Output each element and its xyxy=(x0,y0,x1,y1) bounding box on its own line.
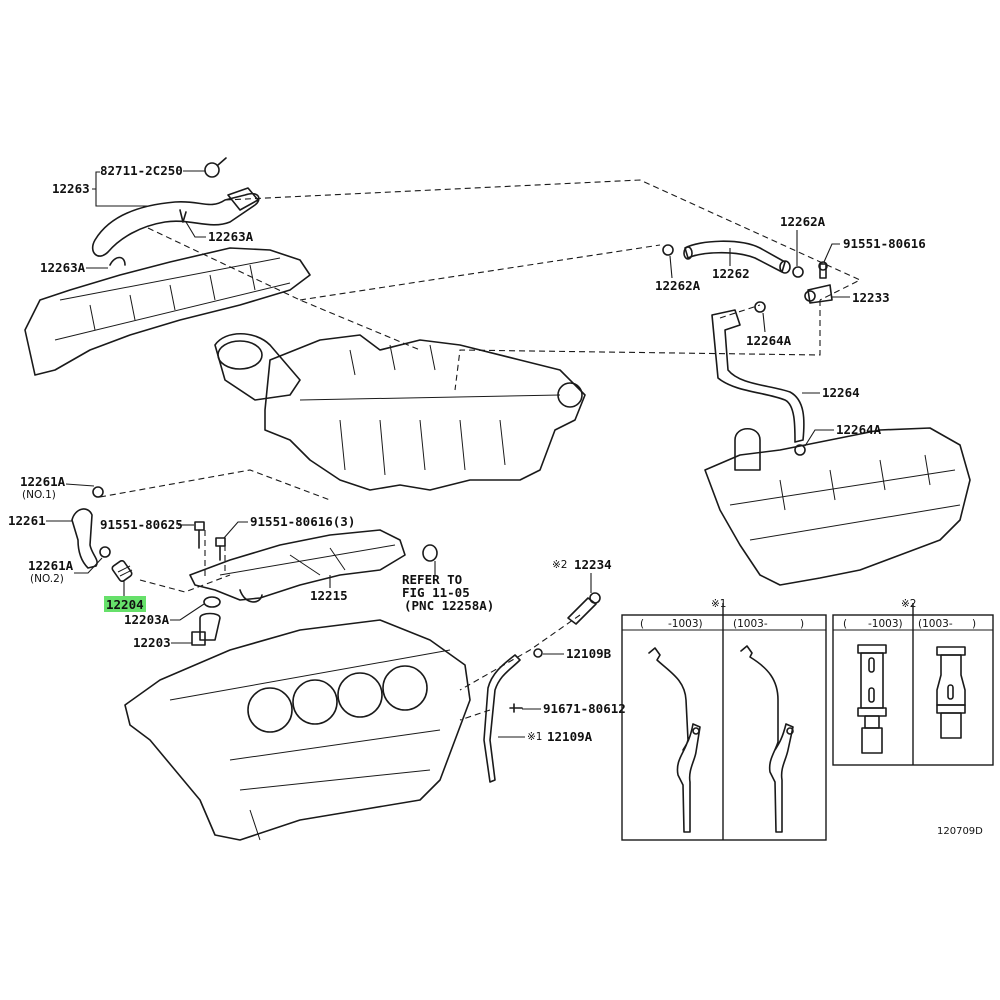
refer-line-3: (PNC 12258A) xyxy=(404,598,494,613)
highlight-12204 xyxy=(104,596,146,612)
label-12263a-2: 12263A xyxy=(40,260,86,275)
label-12262a-left: 12262A xyxy=(655,278,701,293)
valve-12204 xyxy=(111,559,133,583)
label-91551-80616-3: 91551-80616(3) xyxy=(250,514,355,529)
label-12109b: 12109B xyxy=(566,646,612,661)
label-12234: 12234 xyxy=(574,557,612,572)
dipstick-guide-12109A xyxy=(483,648,543,783)
label-12203: 12203 xyxy=(133,635,171,650)
label-12262a-top: 12262A xyxy=(780,214,826,229)
label-91551-80616: 91551-80616 xyxy=(843,236,926,251)
intake-manifold xyxy=(214,333,586,491)
label-12263a-1: 12263A xyxy=(208,229,254,244)
variant-box-1: ※1 ( -1003) (1003- ) xyxy=(621,598,827,841)
label-12233: 12233 xyxy=(852,290,890,305)
label-91671-80612: 91671-80612 xyxy=(543,701,626,716)
head-cover-right xyxy=(704,427,971,586)
bolts xyxy=(194,521,226,561)
union-12233 xyxy=(804,261,833,304)
pcv-12203 xyxy=(191,596,221,646)
label-12215: 12215 xyxy=(310,588,348,603)
label-12261a-no2: 12261A xyxy=(28,558,74,573)
hose-12262 xyxy=(662,240,804,278)
variant-box-2: ※2 ( -1003) (1003- ) xyxy=(832,598,994,766)
variant-box-1-col-1-range: -1003) xyxy=(668,618,703,630)
label-12264: 12264 xyxy=(822,385,860,400)
hose-12264 xyxy=(711,301,806,456)
callouts: 82711-2C250 12263 12263A 12263A 12262A 9… xyxy=(8,163,926,744)
refer-line-2: FIG 11-05 xyxy=(402,585,470,600)
label-12261a-no1-sub: (NO.1) xyxy=(22,489,56,501)
head-cover-left xyxy=(24,247,311,376)
variant-box-1-col-2-open: (1003- xyxy=(733,618,768,630)
label-12204[interactable]: 12204 xyxy=(106,597,144,612)
variant-box-2-col-1-open: ( xyxy=(843,618,847,630)
variant-box-2-col-2-range: ) xyxy=(972,618,976,630)
label-82711-2c250: 82711-2C250 xyxy=(100,163,183,178)
label-12262: 12262 xyxy=(712,266,750,281)
variant-box-2-col-1-range: -1003) xyxy=(868,618,903,630)
label-12264a-top: 12264A xyxy=(746,333,792,348)
engine-block xyxy=(124,619,471,841)
variant-box-1-col-1-open: ( xyxy=(640,618,644,630)
dipstick-12234 xyxy=(567,592,601,625)
label-91551-80625: 91551-80625 xyxy=(100,517,183,532)
valley-cover-12215 xyxy=(189,529,438,603)
hose-12263 xyxy=(91,157,260,257)
variant-box-1-mark: ※1 xyxy=(711,598,726,610)
refer-line-1: REFER TO xyxy=(402,572,462,587)
label-12261a-no1: 12261A xyxy=(20,474,66,489)
hose-12261 xyxy=(71,486,111,569)
label-12261: 12261 xyxy=(8,513,46,528)
label-12109a-mark: ※1 xyxy=(527,731,542,743)
guide-lines xyxy=(99,179,862,721)
variant-box-2-mark: ※2 xyxy=(901,598,916,610)
label-12203a: 12203A xyxy=(124,612,170,627)
variant-box-2-col-2-open: (1003- xyxy=(918,618,953,630)
label-12264a-bottom: 12264A xyxy=(836,422,882,437)
label-12234-mark: ※2 xyxy=(552,559,567,571)
label-12263: 12263 xyxy=(52,181,90,196)
figure-id: 120709D xyxy=(937,826,983,837)
label-12109a: 12109A xyxy=(547,729,593,744)
label-12261a-no2-sub: (NO.2) xyxy=(30,573,64,585)
variant-box-1-col-2-range: ) xyxy=(800,618,804,630)
